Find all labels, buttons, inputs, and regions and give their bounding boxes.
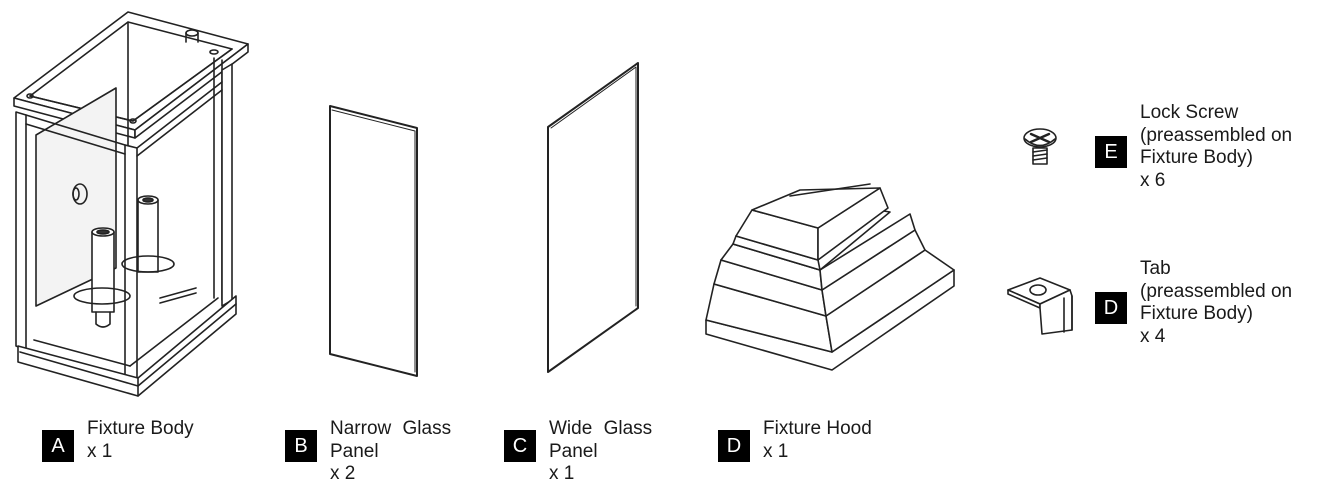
part-label-c: C Wide Glass Panel x 1 [504,418,652,486]
part-label-e: E Lock Screw (preassembled on Fixture Bo… [1095,102,1292,192]
part-name: Wide Glass [549,418,653,439]
fixture-body-drawing [13,11,249,397]
part-letter-badge: B [285,430,317,462]
part-name: Narrow Glass [330,418,452,439]
part-label-b: B Narrow Glass Panel x 2 [285,418,451,486]
part-name: Fixture Body) [1140,147,1253,168]
part-label-tab: D Tab (preassembled on Fixture Body) x 4 [1095,258,1292,348]
part-name: Panel [549,440,598,462]
narrow-glass-panel-drawing [329,105,418,377]
part-label-d: D Fixture Hood x 1 [718,418,872,463]
part-name: (preassembled on [1140,280,1293,302]
part-name: (preassembled on [1140,124,1293,146]
wide-glass-panel-drawing [547,62,639,373]
part-quantity: x 1 [549,463,575,484]
part-quantity: x 4 [1140,325,1166,347]
part-label-a: A Fixture Body x 1 [42,418,194,463]
part-name: Fixture Body [87,418,194,439]
part-letter-badge: C [504,430,536,462]
part-name: Lock Screw [1140,102,1239,123]
fixture-hood-drawing [705,183,955,371]
lock-screw-drawing [1023,128,1057,165]
part-letter-badge: E [1095,136,1127,168]
part-letter-badge: D [718,430,750,462]
part-name: Fixture Hood [763,418,872,439]
part-quantity: x 1 [87,440,113,462]
part-name: Fixture Body) [1140,303,1253,324]
part-quantity: x 1 [763,440,789,462]
part-quantity: x 6 [1140,169,1166,191]
part-name: Tab [1140,258,1171,279]
part-name: Panel [330,440,379,462]
part-letter-badge: A [42,430,74,462]
tab-drawing [1007,277,1073,335]
part-quantity: x 2 [330,463,356,484]
part-letter-badge: D [1095,292,1127,324]
